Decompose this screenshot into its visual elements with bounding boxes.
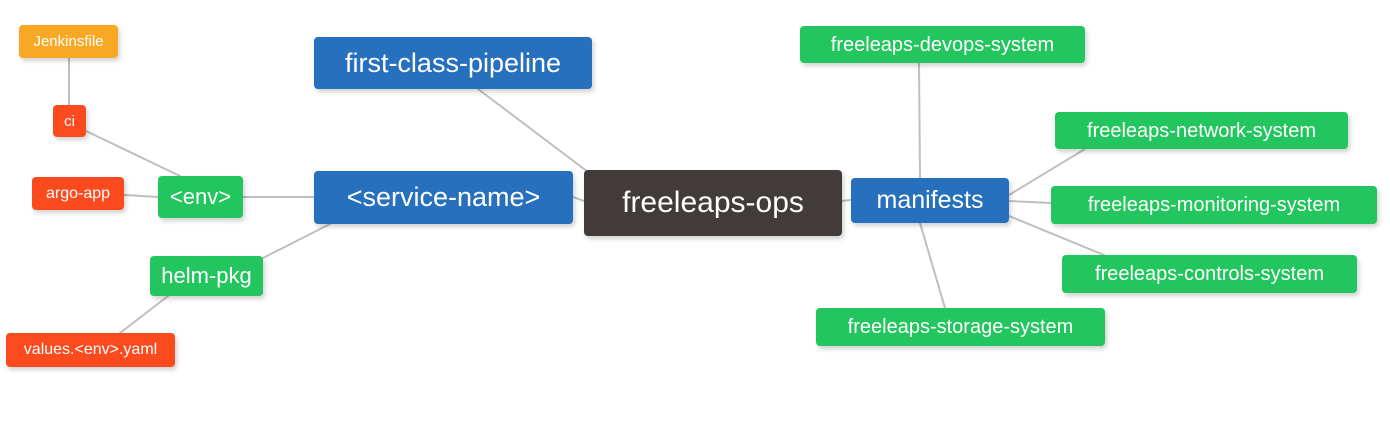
node-freeleaps-ops[interactable]: freeleaps-ops: [584, 170, 842, 236]
edge-freeleaps-ops-to-service-name: [572, 196, 585, 202]
edge-manifests-to-freeleaps-monitoring-system: [1008, 200, 1052, 204]
node-first-class-pipeline[interactable]: first-class-pipeline: [314, 37, 592, 89]
node-label-first-class-pipeline: first-class-pipeline: [344, 47, 562, 78]
node-freeleaps-storage-system[interactable]: freeleaps-storage-system: [816, 308, 1105, 346]
node-label-env: <env>: [169, 184, 232, 209]
node-label-values-env-yaml: values.<env>.yaml: [23, 341, 158, 358]
node-freeleaps-network-system[interactable]: freeleaps-network-system: [1055, 112, 1348, 149]
node-label-manifests: manifests: [876, 186, 984, 214]
node-manifests[interactable]: manifests: [851, 178, 1009, 223]
node-label-freeleaps-network-system: freeleaps-network-system: [1087, 119, 1316, 142]
edge-helm-pkg-to-values-env-yaml: [119, 295, 169, 334]
edge-manifests-to-freeleaps-storage-system: [919, 222, 946, 309]
node-label-freeleaps-monitoring-system: freeleaps-monitoring-system: [1087, 194, 1341, 216]
node-label-ci: ci: [64, 112, 75, 130]
node-ci[interactable]: ci: [53, 105, 86, 137]
node-label-argo-app: argo-app: [45, 184, 111, 202]
node-label-freeleaps-devops-system: freeleaps-devops-system: [830, 33, 1055, 56]
node-freeleaps-monitoring-system[interactable]: freeleaps-monitoring-system: [1051, 186, 1377, 224]
edge-freeleaps-ops-to-manifests: [841, 199, 852, 202]
node-label-freeleaps-ops: freeleaps-ops: [622, 186, 804, 219]
node-freeleaps-controls-system[interactable]: freeleaps-controls-system: [1062, 255, 1357, 293]
edge-manifests-to-freeleaps-devops-system: [918, 62, 921, 179]
edge-freeleaps-ops-to-first-class-pipeline: [477, 88, 593, 176]
node-service-name[interactable]: <service-name>: [314, 171, 573, 224]
node-freeleaps-devops-system[interactable]: freeleaps-devops-system: [800, 26, 1085, 63]
edge-env-to-argo-app: [123, 194, 159, 198]
node-argo-app[interactable]: argo-app: [32, 177, 124, 210]
node-label-freeleaps-storage-system: freeleaps-storage-system: [847, 316, 1074, 338]
node-helm-pkg[interactable]: helm-pkg: [150, 256, 263, 296]
node-env[interactable]: <env>: [158, 176, 243, 218]
node-label-service-name: <service-name>: [346, 182, 541, 212]
node-label-jenkinsfile: Jenkinsfile: [33, 33, 104, 50]
node-values-env-yaml[interactable]: values.<env>.yaml: [6, 333, 175, 367]
node-label-helm-pkg: helm-pkg: [161, 263, 252, 288]
edge-env-to-ci: [85, 130, 181, 177]
node-label-freeleaps-controls-system: freeleaps-controls-system: [1095, 263, 1324, 285]
node-jenkinsfile[interactable]: Jenkinsfile: [19, 25, 118, 58]
edge-service-name-to-helm-pkg: [262, 223, 331, 259]
